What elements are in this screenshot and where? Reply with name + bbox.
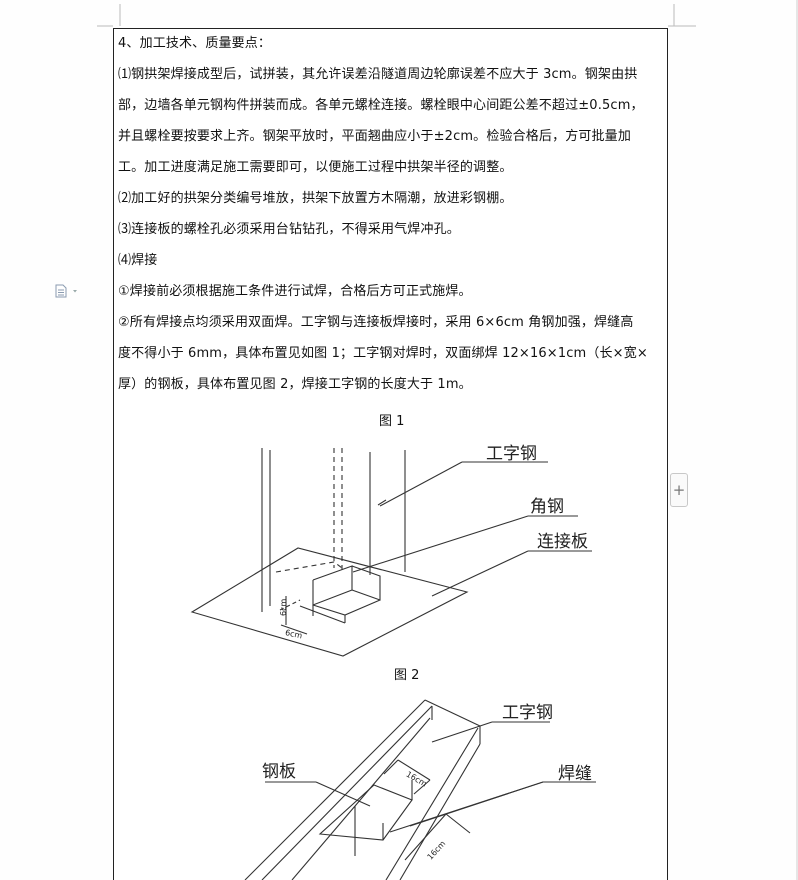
figure1-dim-vertical: 6cm (279, 599, 288, 616)
body-text[interactable]: 4、加工技术、质量要点： ⑴钢拱架焊接成型后，试拼装，其允许误差沿隧道周边轮廓误… (118, 33, 666, 405)
figure2-label-i-beam: 工字钢 (502, 703, 553, 723)
paragraph-line: 度不得小于 6mm，具体布置见如图 1；工字钢对焊时，双面绑焊 12×16×1c… (118, 346, 648, 361)
figure1-label-i-beam: 工字钢 (486, 444, 537, 464)
figure2-dim-length: 16cm (426, 839, 448, 862)
figure1-label-angle-steel: 角钢 (530, 497, 564, 517)
paragraph-line: ⑷焊接 (118, 253, 158, 268)
page-margin-marks (97, 4, 696, 27)
paragraph-line: ⑵加工好的拱架分类编号堆放，拱架下放置方木隔潮，放进彩钢棚。 (118, 191, 513, 206)
figure2-caption: 图 2 (394, 668, 420, 683)
figure1-caption: 图 1 (379, 414, 405, 429)
paragraph-line: ②所有焊接点均须采用双面焊。工字钢与连接板焊接时，采用 6×6cm 角钢加强，焊… (118, 315, 634, 330)
figure2-dim-width: 16cm (405, 770, 429, 789)
figure2-label-weld: 焊缝 (558, 764, 592, 784)
paragraph-line: ⑶连接板的螺栓孔必须采用台钻钻孔，不得采用气焊冲孔。 (118, 222, 460, 237)
paragraph-line: 并且螺栓要按要求上齐。钢架平放时，平面翘曲应小于±2cm。检验合格后，方可批量加 (118, 129, 631, 144)
table-cell-frame (113, 28, 668, 880)
add-button[interactable]: + (670, 473, 688, 507)
figure1-dim-horizontal: 6cm (284, 628, 303, 640)
paragraph-line: 部，边墙各单元钢构件拼装而成。各单元螺栓连接。螺栓眼中心间距公差不超过±0.5c… (118, 98, 644, 113)
connecting-plate-shape (190, 547, 469, 657)
figure2-label-steel-plate: 钢板 (262, 762, 296, 782)
document-icon[interactable] (55, 284, 79, 298)
paragraph-line: 工。加工进度满足施工需要即可，以便施工过程中拱架半径的调整。 (118, 160, 513, 175)
chevron-down-icon (73, 290, 77, 293)
scrollbar-edge (796, 0, 798, 880)
paragraph-line: ⑴钢拱架焊接成型后，试拼装，其允许误差沿隧道周边轮廓误差不应大于 3cm。钢架由… (118, 67, 638, 82)
figure1-label-connecting-plate: 连接板 (537, 532, 588, 552)
paragraph-line: 4、加工技术、质量要点： (118, 36, 272, 51)
paragraph-line: 厚）的钢板，具体布置见图 2，焊接工字钢的长度大于 1m。 (118, 377, 472, 392)
paragraph-line: ①焊接前必须根据施工条件进行试焊，合格后方可正式施焊。 (118, 284, 472, 299)
